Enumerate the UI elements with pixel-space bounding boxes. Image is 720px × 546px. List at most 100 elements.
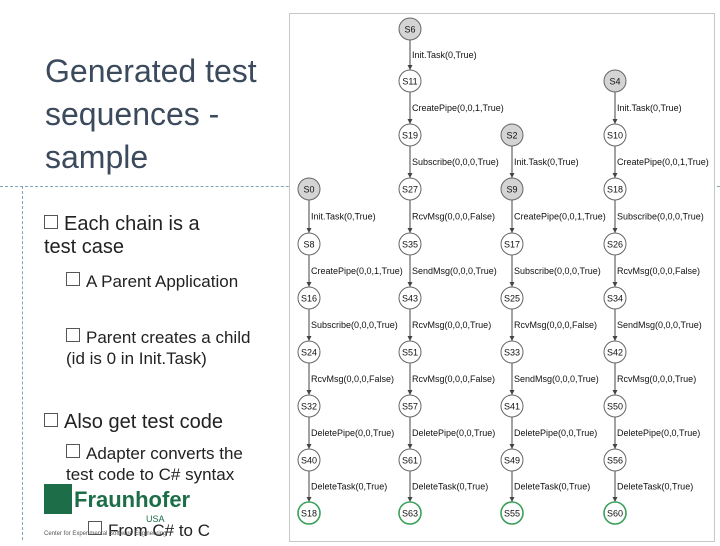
state-node-label: S26	[607, 240, 623, 250]
state-node-label: S51	[402, 348, 418, 358]
sub-bullet-1a-text: A Parent Application	[86, 272, 239, 291]
edge-label: CreatePipe(0,0,1,True)	[514, 212, 606, 222]
edge-label: RcvMsg(0,0,0,False)	[412, 374, 495, 384]
sub-bullet-2a: Adapter converts the test code to C# syn…	[66, 443, 246, 485]
logo-mark-icon	[44, 484, 72, 514]
state-node-label: S60	[607, 509, 623, 519]
state-node-label: S24	[301, 348, 317, 358]
state-node	[500, 501, 524, 525]
state-diagram: Init.Task(0,True) CreatePipe(0,0,1,True) I…	[289, 13, 715, 542]
state-node	[603, 286, 627, 310]
state-node	[398, 123, 422, 147]
bullet-1-text: Each chain is a test case	[44, 213, 200, 258]
state-node-label: S56	[607, 456, 623, 466]
state-node	[500, 394, 524, 418]
state-node-label: S35	[402, 240, 418, 250]
state-node-label: S2	[506, 131, 517, 141]
state-node-label: S25	[504, 294, 520, 304]
state-node-label: S8	[303, 240, 314, 250]
edge-label: Subscribe(0,0,0,True)	[617, 212, 704, 222]
edge-label: DeletePipe(0,0,True)	[412, 428, 495, 438]
state-node	[398, 340, 422, 364]
state-node	[603, 123, 627, 147]
logo-tagline: Center for Experimental Software Enginee…	[44, 531, 167, 537]
state-node-label: S0	[303, 185, 314, 195]
state-node	[398, 17, 422, 41]
sub-bullet-2b: From C# to C	[88, 520, 268, 541]
edge-label: CreatePipe(0,0,1,True)	[412, 103, 504, 113]
edge-label: Subscribe(0,0,0,True)	[514, 266, 601, 276]
logo-name: Fraunhofer	[74, 487, 191, 512]
state-node	[603, 501, 627, 525]
fraunhofer-logo: Fraunhofer USA Center for Experimental S…	[44, 484, 204, 540]
edge-label: RcvMsg(0,0,0,False)	[617, 266, 700, 276]
sub-bullet-1b: Parent creates a child (id is 0 in Init.…	[66, 327, 251, 369]
state-node	[398, 177, 422, 201]
bullet-box-icon	[88, 521, 102, 535]
state-diagram-svg: Init.Task(0,True) CreatePipe(0,0,1,True) I…	[297, 17, 709, 525]
bullet-box-icon	[44, 413, 58, 427]
bullet-box-icon	[66, 328, 80, 342]
edge-label: DeletePipe(0,0,True)	[311, 428, 394, 438]
left-rule	[22, 186, 23, 540]
edge-label: SendMsg(0,0,0,True)	[617, 320, 702, 330]
edge-label: DeleteTask(0,True)	[514, 482, 590, 492]
bullet-1: Each chain is a test case	[44, 213, 234, 259]
state-node-label: S19	[402, 131, 418, 141]
state-node-label: S42	[607, 348, 623, 358]
edge-label: Subscribe(0,0,0,True)	[311, 320, 398, 330]
edge-label: Init.Task(0,True)	[514, 157, 579, 167]
bullet-2: Also get test code	[44, 411, 284, 434]
state-node-label: S49	[504, 456, 520, 466]
state-node	[398, 286, 422, 310]
logo-country: USA	[146, 514, 165, 524]
edge-label: SendMsg(0,0,0,True)	[514, 374, 599, 384]
state-node-label: S41	[504, 402, 520, 412]
edge-label: DeleteTask(0,True)	[412, 482, 488, 492]
state-node	[297, 448, 321, 472]
state-node-label: S10	[607, 131, 623, 141]
edge-label: RcvMsg(0,0,0,True)	[412, 320, 491, 330]
state-node	[603, 69, 627, 93]
state-node	[500, 340, 524, 364]
state-node-label: S4	[609, 77, 620, 87]
edge-label: DeletePipe(0,0,True)	[514, 428, 597, 438]
edge-label: DeletePipe(0,0,True)	[617, 428, 700, 438]
state-node-label: S50	[607, 402, 623, 412]
edge-label: DeleteTask(0,True)	[617, 482, 693, 492]
sub-bullet-1a: A Parent Application	[66, 271, 241, 292]
bullet-box-icon	[66, 272, 80, 286]
state-node	[297, 286, 321, 310]
state-node	[500, 123, 524, 147]
state-node-label: S18	[301, 509, 317, 519]
edge-label: Subscribe(0,0,0,True)	[412, 157, 499, 167]
state-node-label: S33	[504, 348, 520, 358]
slide-title: Generated test sequences - sample	[45, 53, 257, 175]
sub-bullet-1b-text: Parent creates a child (id is 0 in Init.…	[66, 328, 251, 368]
state-node	[500, 232, 524, 256]
state-node-label: S17	[504, 240, 520, 250]
state-node-label: S55	[504, 509, 520, 519]
state-node-label: S27	[402, 185, 418, 195]
state-node	[603, 177, 627, 201]
state-node-label: S40	[301, 456, 317, 466]
bullet-2-text: Also get test code	[64, 411, 223, 433]
edge-label: Init.Task(0,True)	[412, 50, 477, 60]
state-node	[398, 501, 422, 525]
state-node-label: S18	[607, 185, 623, 195]
state-node-label: S43	[402, 294, 418, 304]
state-node-label: S11	[402, 77, 417, 87]
state-node-label: S61	[402, 456, 418, 466]
state-node	[297, 394, 321, 418]
state-node	[500, 286, 524, 310]
sub-bullet-2a-text: Adapter converts the test code to C# syn…	[66, 444, 243, 484]
edge-label: RcvMsg(0,0,0,False)	[412, 212, 495, 222]
state-node	[297, 177, 321, 201]
state-node-label: S6	[404, 25, 415, 35]
state-node	[603, 394, 627, 418]
edge-label: Init.Task(0,True)	[311, 212, 376, 222]
state-node	[603, 448, 627, 472]
state-node	[297, 501, 321, 525]
state-node	[398, 232, 422, 256]
state-node-label: S32	[301, 402, 317, 412]
